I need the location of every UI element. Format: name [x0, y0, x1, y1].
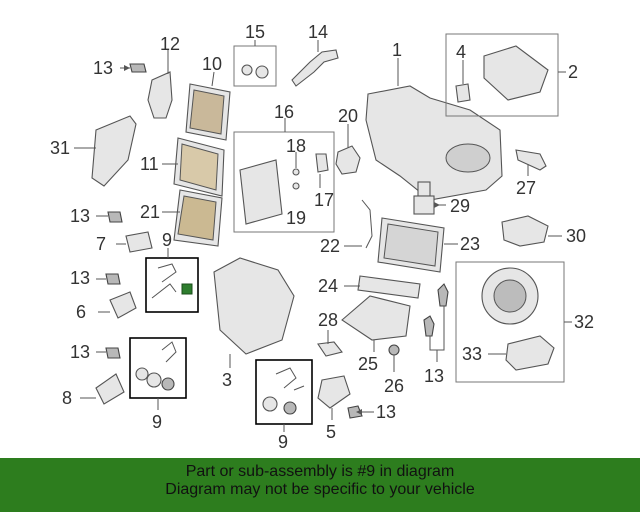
callout-18: 18 [286, 136, 306, 156]
part-20-actuator [335, 124, 361, 175]
part-29-valve [413, 181, 446, 215]
part-13-bolt-bottom [347, 405, 374, 419]
callout-30: 30 [566, 226, 586, 246]
part-12-bracket [147, 50, 173, 119]
parts-diagram: 13 12 10 15 14 1 4 2 31 [50, 22, 594, 452]
part-21-cabin-filter [162, 189, 223, 247]
callout-13-centre: 13 [424, 366, 444, 386]
callout-4: 4 [456, 42, 466, 62]
part-28-bolt [317, 330, 343, 357]
part-13-bolt-top [120, 63, 147, 73]
footer-line-1: Part or sub-assembly is #9 in diagram [185, 463, 455, 480]
part-8-bracket [80, 373, 125, 405]
part-32-blower [455, 261, 572, 383]
footer-line-2: Diagram may not be specific to your vehi… [165, 481, 475, 498]
part-13-bolt-lower [96, 273, 121, 285]
callout-1: 1 [392, 40, 402, 60]
callout-12: 12 [160, 34, 180, 54]
part-5-bracket [317, 375, 351, 420]
callout-13-bottom: 13 [376, 402, 396, 422]
callout-13-top: 13 [93, 58, 113, 78]
callout-20: 20 [338, 106, 358, 126]
part-13-bolt-lower-left [96, 347, 121, 359]
callout-31: 31 [50, 138, 70, 158]
part-26-bolt [388, 344, 400, 372]
callout-5: 5 [326, 422, 336, 442]
callout-13-lower: 13 [70, 268, 90, 288]
part-30-duct [501, 215, 562, 247]
callout-19: 19 [286, 208, 306, 228]
part-13-bolts-centre [423, 283, 449, 362]
part-25-tray [341, 295, 411, 352]
callout-8: 8 [62, 388, 72, 408]
callout-26: 26 [384, 376, 404, 396]
callout-7: 7 [96, 234, 106, 254]
callout-2: 2 [568, 62, 578, 82]
part-2-duct-group [445, 33, 566, 117]
part-22-hose [344, 199, 373, 249]
part-31-bracket [74, 115, 137, 187]
callout-13-mid: 13 [70, 206, 90, 226]
part-27-sensor [515, 149, 547, 176]
callout-21: 21 [140, 202, 160, 222]
part-24-seal [344, 275, 421, 299]
part-23-filter [377, 217, 458, 273]
callout-28: 28 [318, 310, 338, 330]
callout-17: 17 [314, 190, 334, 210]
part-13-bolt-mid [96, 211, 123, 223]
callout-29: 29 [450, 196, 470, 216]
callout-9-left: 9 [152, 412, 162, 432]
footer-banner: Part or sub-assembly is #9 in diagram Di… [0, 458, 640, 512]
callout-6: 6 [76, 302, 86, 322]
callout-27: 27 [516, 178, 536, 198]
callout-16: 16 [274, 102, 294, 122]
callout-15: 15 [245, 22, 265, 42]
part-9-kit-bottom [255, 359, 313, 432]
callout-24: 24 [318, 276, 338, 296]
callout-9-bottom: 9 [278, 432, 288, 452]
part-11-core [162, 137, 225, 197]
callout-14: 14 [308, 22, 328, 42]
part-15-clips [233, 40, 277, 87]
callout-3: 3 [222, 370, 232, 390]
callout-25: 25 [358, 354, 378, 374]
callout-9-upper: 9 [162, 230, 172, 250]
part-9-kit-upper [145, 248, 199, 313]
part-16-group [233, 118, 335, 233]
callout-10: 10 [202, 54, 222, 74]
part-7-plate [116, 231, 153, 253]
part-9-kit-left [129, 337, 187, 410]
part-14-pipe [291, 40, 339, 87]
part-6-bracket [98, 291, 137, 319]
part-10-filter [185, 71, 231, 141]
callout-23: 23 [460, 234, 480, 254]
callout-11: 11 [140, 154, 159, 174]
callout-13-lower-left: 13 [70, 342, 90, 362]
part-3-housing [213, 257, 295, 368]
callout-33: 33 [462, 344, 482, 364]
part-1-housing [365, 58, 503, 201]
callout-22: 22 [320, 236, 340, 256]
callout-32: 32 [574, 312, 594, 332]
